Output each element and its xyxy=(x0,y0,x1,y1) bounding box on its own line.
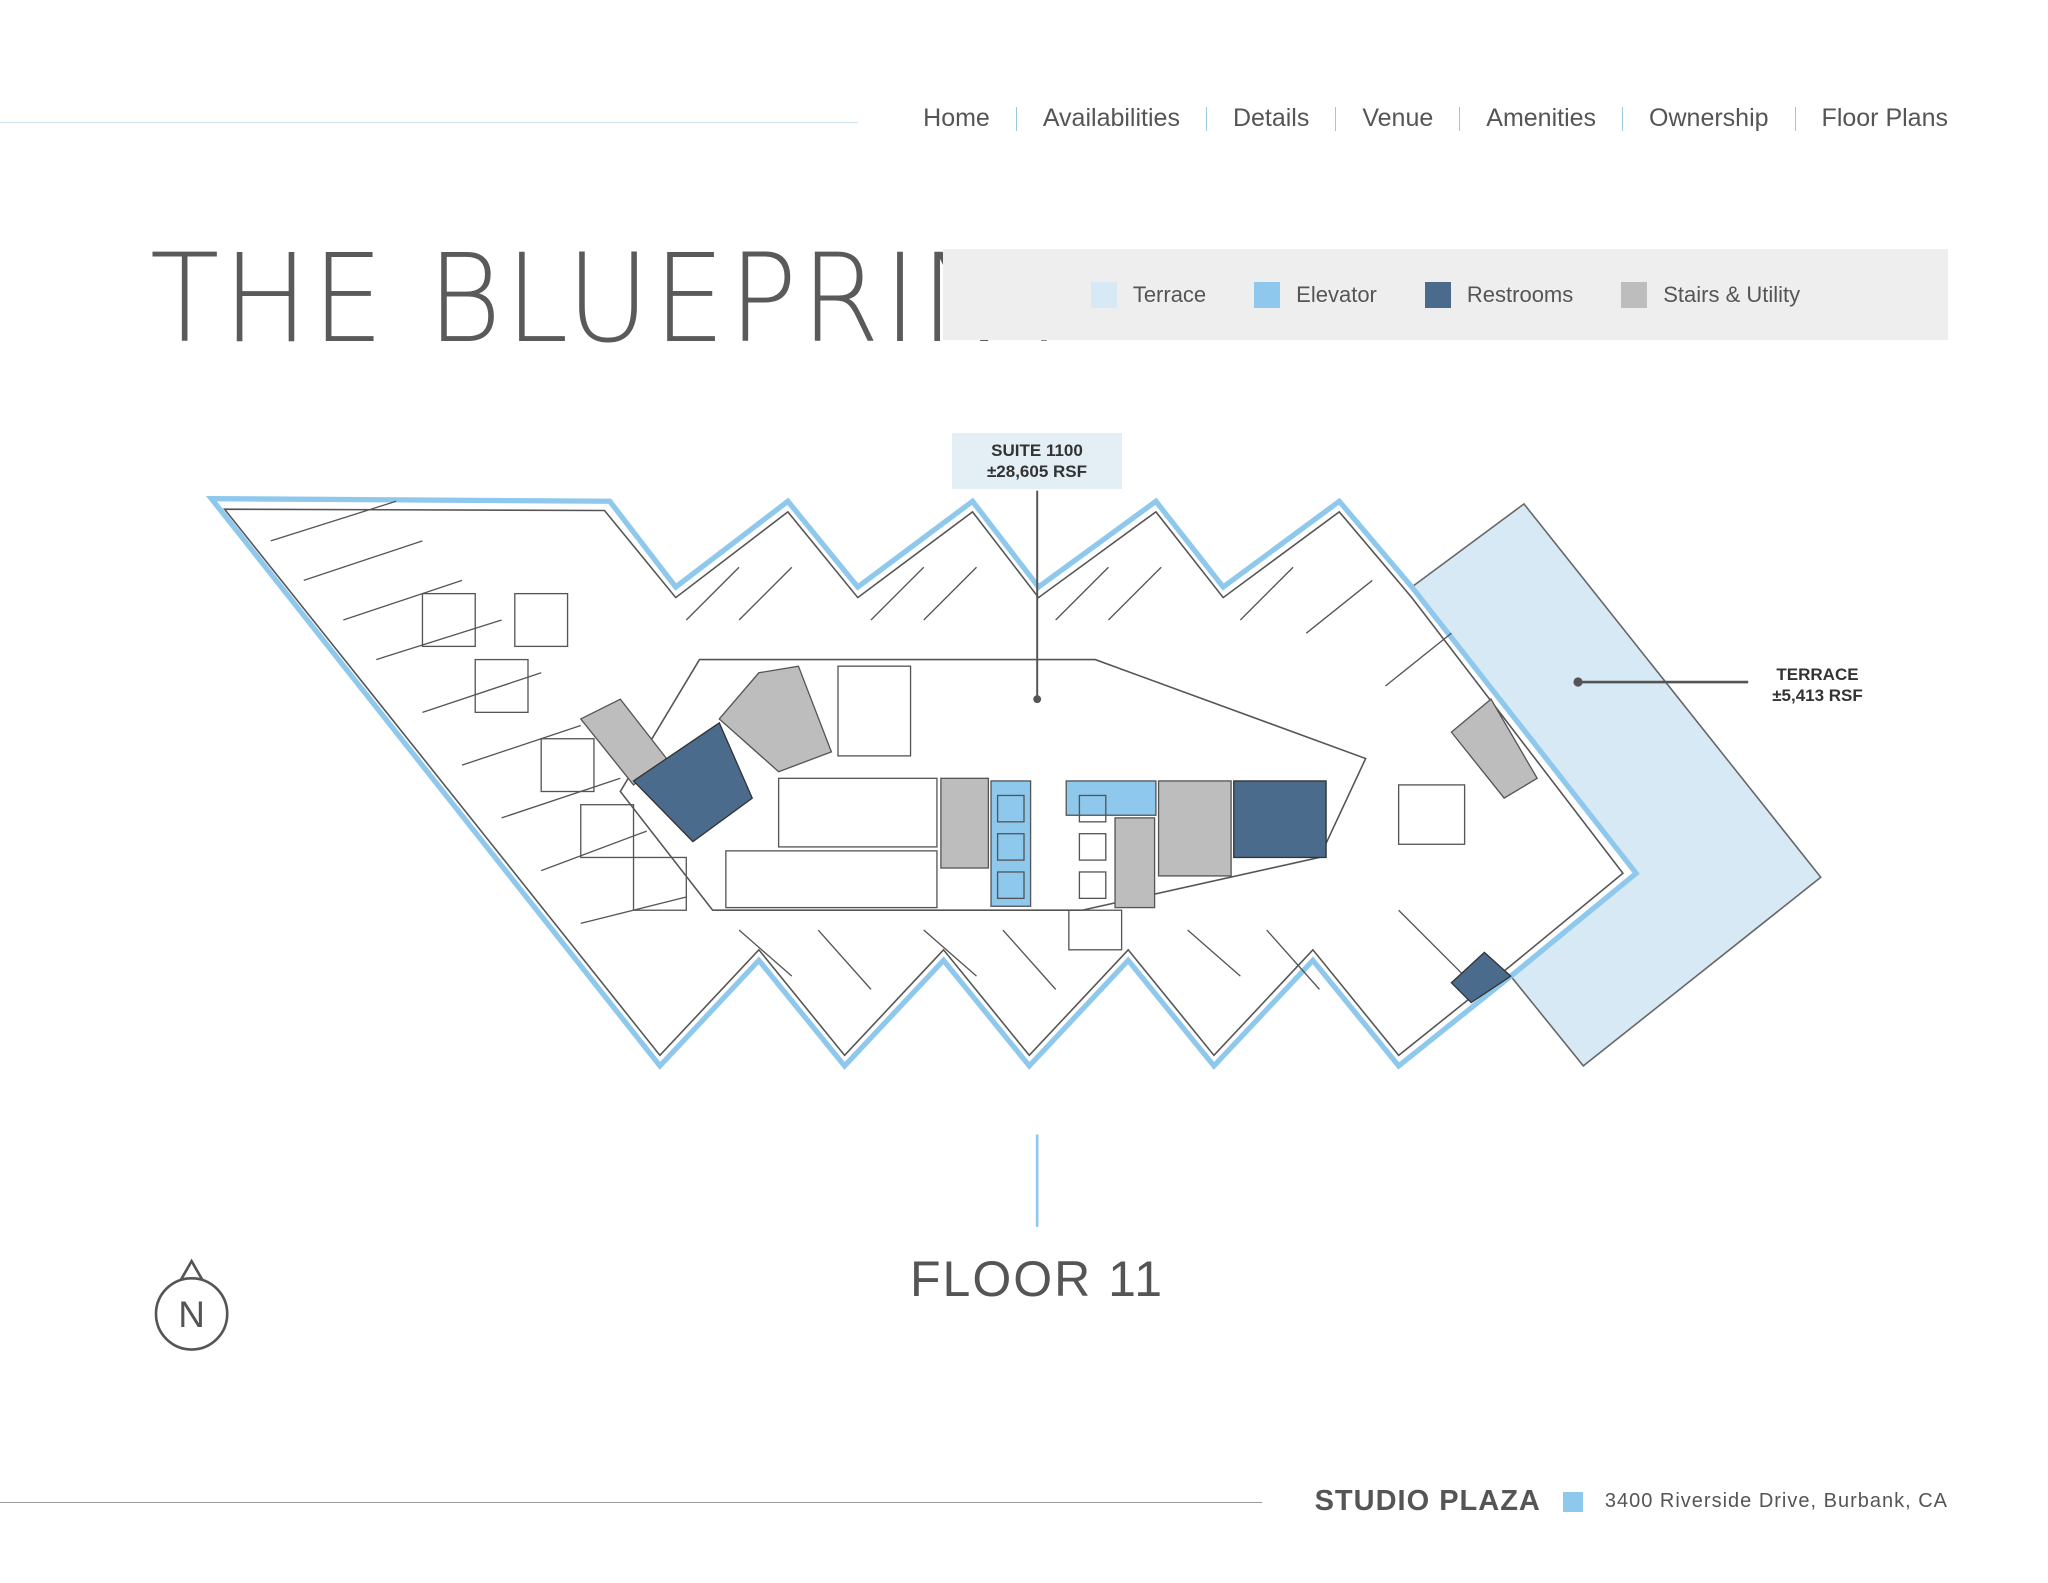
compass-letter: N xyxy=(178,1294,205,1335)
stairs-swatch xyxy=(1621,281,1648,308)
legend-item-terrace: Terrace xyxy=(1090,281,1207,308)
legend-label: Stairs & Utility xyxy=(1663,281,1801,307)
corridor xyxy=(619,658,1367,912)
brand-name: STUDIO PLAZA xyxy=(1314,1485,1541,1517)
legend-item-stairs: Stairs & Utility xyxy=(1621,281,1801,308)
terrace-name: TERRACE xyxy=(1776,665,1859,684)
legend-item-elevator: Elevator xyxy=(1254,281,1377,308)
nav-separator xyxy=(1205,106,1207,131)
elevator-cars xyxy=(996,794,1107,900)
nav-venue[interactable]: Venue xyxy=(1362,104,1434,132)
restrooms xyxy=(632,721,1512,1004)
elevator-swatch xyxy=(1254,281,1281,308)
legend-item-restrooms: Restrooms xyxy=(1424,281,1574,308)
north-compass-icon: N xyxy=(154,1258,229,1351)
footer: STUDIO PLAZA 3400 Riverside Drive, Burba… xyxy=(1315,1485,1948,1518)
header-divider xyxy=(0,122,858,123)
terrace-area-text: ±5,413 RSF xyxy=(1772,686,1863,705)
nav-availabilities[interactable]: Availabilities xyxy=(1042,104,1180,132)
suite-area: ±28,605 RSF xyxy=(986,462,1088,481)
nav-separator xyxy=(1335,106,1337,131)
nav-amenities[interactable]: Amenities xyxy=(1486,104,1597,132)
suite-name: SUITE 1100 xyxy=(991,441,1083,460)
legend-label: Terrace xyxy=(1132,281,1207,307)
nav-home[interactable]: Home xyxy=(923,104,990,132)
nav-separator xyxy=(1015,106,1017,131)
building-inner-wall xyxy=(222,508,1624,1057)
brand-square-icon xyxy=(1562,1491,1583,1512)
address: 3400 Riverside Drive, Burbank, CA xyxy=(1604,1490,1948,1512)
terrace-callout-dot xyxy=(1573,677,1583,687)
legend-label: Elevator xyxy=(1296,281,1377,307)
legend-label: Restrooms xyxy=(1466,281,1574,307)
restrooms-swatch xyxy=(1424,281,1451,308)
stairs-utility xyxy=(579,665,1539,909)
page-title: THE BLUEPRINT xyxy=(150,228,1083,370)
office-walls xyxy=(270,500,1466,990)
nav-floor-plans[interactable]: Floor Plans xyxy=(1821,104,1948,132)
terrace-swatch xyxy=(1090,281,1117,308)
nav-separator xyxy=(1794,106,1796,131)
top-nav: Home Availabilities Details Venue Amenit… xyxy=(897,104,1948,133)
nav-details[interactable]: Details xyxy=(1232,104,1310,132)
footer-divider xyxy=(0,1502,1262,1503)
suite-callout-dot xyxy=(1033,695,1042,704)
nav-separator xyxy=(1622,106,1624,131)
nav-separator xyxy=(1459,106,1461,131)
floor-label: FLOOR 11 xyxy=(909,1251,1165,1307)
legend: Terrace Elevator Restrooms Stairs & Util… xyxy=(943,249,1948,340)
terrace-label: TERRACE ±5,413 RSF xyxy=(1755,664,1880,706)
nav-ownership[interactable]: Ownership xyxy=(1649,104,1769,132)
suite-label: SUITE 1100 ±28,605 RSF xyxy=(952,433,1122,489)
